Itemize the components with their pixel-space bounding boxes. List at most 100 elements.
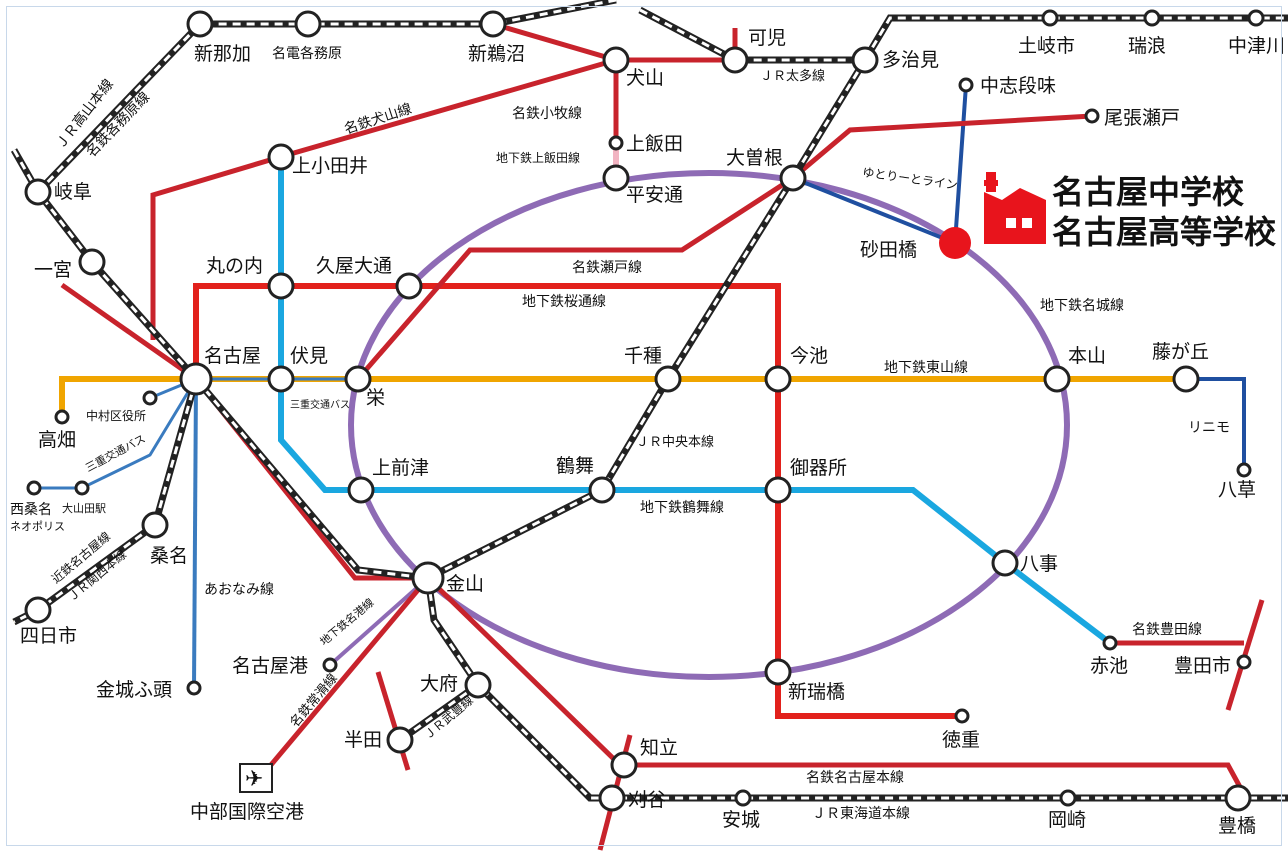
station-node [142, 390, 158, 406]
station-node [186, 680, 202, 696]
line-label: 名鉄瀬戸線 [572, 260, 642, 276]
station-label: 名古屋 [204, 345, 261, 367]
station-label: 知立 [640, 737, 678, 759]
station-label: 四日市 [20, 625, 77, 647]
meitetsu-inuyama-line [150, 57, 617, 340]
station-node [1102, 635, 1118, 651]
station-node [764, 476, 792, 504]
line-label: ゆとりーとライン [862, 165, 959, 192]
station-node [464, 671, 492, 699]
line-label: 地下鉄東山線 [884, 360, 968, 376]
station-label: 多治見 [882, 49, 939, 71]
meitetsu-nagoya-line [36, 190, 1249, 800]
station-label: 金山 [446, 573, 484, 595]
line-label: 地下鉄名城線 [1040, 298, 1124, 314]
station-node [411, 561, 445, 595]
line-label: 地下鉄鶴舞線 [640, 499, 724, 516]
station-label: 上飯田 [626, 133, 683, 155]
station-node [74, 480, 90, 496]
line-label: 名鉄常滑線 [287, 670, 341, 730]
station-node [1043, 365, 1071, 393]
station-node [24, 178, 52, 206]
station-node [1247, 9, 1265, 27]
station-label: 御器所 [790, 457, 847, 479]
station-node [602, 46, 630, 74]
school-name-line2: 名古屋高等学校 [1052, 213, 1276, 251]
school-station-marker [939, 227, 971, 259]
station-label: 犬山 [626, 67, 664, 89]
station-node [764, 658, 792, 686]
station-label: 高畑 [38, 429, 76, 451]
station-node [1236, 654, 1252, 670]
tsurumai-line [278, 157, 1112, 646]
airplane-icon: ✈ [239, 763, 273, 793]
meitetsu-seto-line [356, 113, 1093, 381]
station-node [322, 657, 338, 673]
station-node [954, 708, 970, 724]
station-node [654, 365, 682, 393]
station-node [54, 409, 70, 425]
station-label-sunadabashi: 砂田橋 [860, 239, 917, 261]
station-node [779, 164, 807, 192]
station-label: 本山 [1068, 345, 1106, 367]
station-node [179, 362, 213, 396]
station-label: 中部国際空港 [190, 801, 304, 823]
station-label: 豊橋 [1218, 815, 1256, 837]
station-label: 中津川 [1228, 35, 1285, 57]
station-label: 鶴舞 [556, 455, 594, 477]
station-node [479, 10, 507, 38]
station-label: 金城ふ頭 [96, 679, 172, 701]
station-node [588, 476, 616, 504]
station-node [1236, 462, 1252, 478]
station-label: 八草 [1218, 479, 1256, 501]
station-label: 平安通 [626, 184, 683, 206]
line-label: 名鉄小牧線 [512, 106, 582, 122]
station-node [267, 365, 295, 393]
station-label: 八事 [1020, 553, 1058, 575]
line-label: あおなみ線 [204, 582, 274, 598]
station-label: 大府 [420, 673, 458, 695]
line-label: 名鉄犬山線 [342, 101, 414, 138]
station-label: 半田 [344, 729, 382, 751]
station-node [78, 248, 106, 276]
station-label: 大曽根 [726, 147, 783, 169]
station-node [1172, 365, 1200, 393]
station-label: 豊田市 [1174, 655, 1231, 677]
higashiyama-line [59, 376, 1186, 417]
station-label: 新鵜沼 [468, 43, 525, 65]
station-label: 赤池 [1090, 655, 1128, 677]
station-label: 中村区役所 [86, 408, 146, 423]
station-label: 藤が丘 [1152, 341, 1209, 363]
line-label: ＪＲ中央本線 [636, 434, 714, 450]
station-node [267, 272, 295, 300]
station-node [1041, 9, 1059, 27]
meiko-line [328, 576, 430, 667]
station-label: 中志段味 [980, 75, 1056, 97]
meijo-line-loop [348, 170, 1070, 680]
station-label: 安城 [722, 809, 760, 831]
station-node [734, 789, 752, 807]
station-label: 桑名 [150, 545, 188, 567]
station-label: ネオポリス [10, 520, 65, 533]
station-label: 上前津 [372, 457, 429, 479]
line-label: ＪＲ東海道本線 [812, 806, 910, 822]
station-node [598, 784, 626, 812]
line-label: 名鉄名古屋本線 [806, 770, 904, 786]
line-label: 三重交通バス [83, 431, 148, 474]
station-node [1143, 9, 1161, 27]
meitetsu-tokoname-line [258, 576, 430, 780]
station-label: 土岐市 [1018, 35, 1075, 57]
station-node [991, 549, 1019, 577]
station-node [851, 46, 879, 74]
station-label: 大山田駅 [62, 501, 106, 515]
station-label: 可児 [748, 27, 786, 49]
station-node [141, 511, 169, 539]
station-label: 上小田井 [292, 155, 368, 177]
school-name-line1: 名古屋中学校 [1052, 173, 1244, 211]
station-label: 千種 [624, 345, 662, 367]
station-label: 伏見 [290, 345, 328, 367]
station-node [267, 143, 295, 171]
yutorito-line [792, 84, 968, 246]
station-label: 栄 [366, 387, 385, 409]
